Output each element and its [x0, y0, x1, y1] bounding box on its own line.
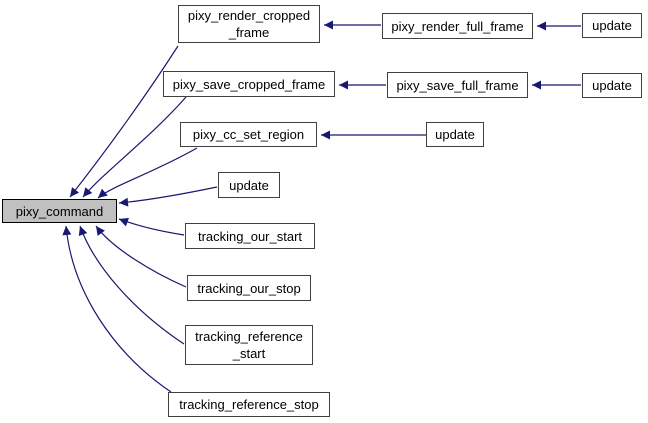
node-pixy-save-cropped-frame[interactable]: pixy_save_cropped_frame [163, 71, 335, 97]
node-pixy-render-full-frame[interactable]: pixy_render_full_frame [382, 13, 533, 39]
node-pixy-render-cropped-frame[interactable]: pixy_render_cropped _frame [178, 5, 320, 43]
edge-tracking-reference-start-to-pixy-command [78, 225, 185, 345]
node-update-render-caller[interactable]: update [582, 13, 642, 38]
edge-tracking-our-start-to-pixy-command [118, 217, 185, 236]
edge-pixy-cc-set-region-to-pixy-command [97, 147, 198, 199]
node-pixy-command: pixy_command [2, 199, 117, 223]
edge-update-to-pixy-command [118, 186, 218, 207]
node-pixy-save-full-frame[interactable]: pixy_save_full_frame [387, 72, 528, 98]
node-tracking-reference-stop[interactable]: tracking_reference_stop [168, 392, 330, 417]
node-tracking-reference-start[interactable]: tracking_reference _start [185, 325, 313, 365]
node-tracking-our-start[interactable]: tracking_our_start [185, 223, 315, 249]
edge-tracking-our-stop-to-pixy-command [95, 225, 187, 288]
edge-tracking-reference-stop-to-pixy-command [62, 225, 172, 393]
node-pixy-cc-set-region[interactable]: pixy_cc_set_region [180, 122, 317, 147]
node-update-save-caller[interactable]: update [582, 73, 642, 98]
edge-pixy-render-cropped-frame-to-pixy-command [69, 45, 179, 198]
edge-pixy-save-cropped-frame-to-pixy-command [82, 96, 187, 198]
node-tracking-our-stop[interactable]: tracking_our_stop [187, 275, 311, 301]
node-update-cc-caller[interactable]: update [426, 122, 484, 147]
node-update-direct-caller[interactable]: update [218, 172, 280, 198]
